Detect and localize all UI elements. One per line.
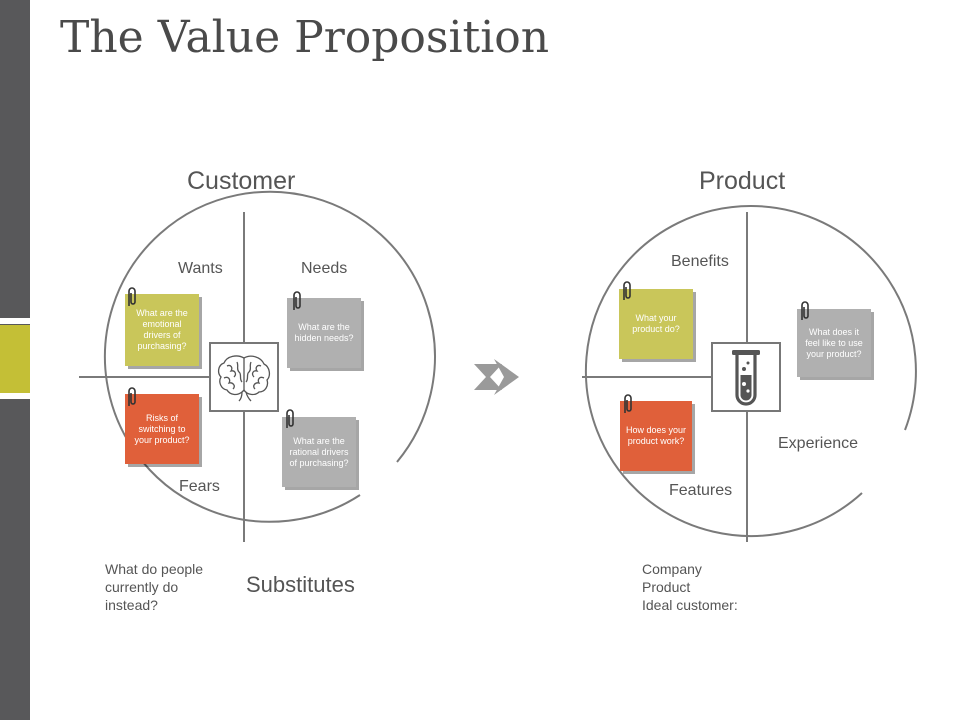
product-center-box <box>711 342 781 412</box>
note-feel-to-use: What does it feel like to use your produ… <box>797 309 871 377</box>
paperclip-icon <box>801 301 809 320</box>
customer-heading: Customer <box>187 167 296 195</box>
note-how-product-works: How does your product work? <box>620 401 692 471</box>
note-text: What your product do? <box>632 313 680 334</box>
paperclip-icon <box>623 281 631 300</box>
note-text: How does your product work? <box>625 425 687 446</box>
needs-label: Needs <box>301 260 348 277</box>
note-text: What does it feel like to use your produ… <box>805 326 863 359</box>
wants-label: Wants <box>178 260 223 277</box>
paperclip-icon <box>128 287 136 306</box>
test-tube-icon <box>732 350 760 406</box>
note-hidden-needs: What are the hidden needs? <box>287 298 361 368</box>
paperclip-icon <box>128 387 136 406</box>
note-emotional-drivers: What are the emotional drivers of purcha… <box>125 294 199 366</box>
note-risks-of-switching: Risks of switching to your product? <box>125 394 199 464</box>
note-text: What are the emotional drivers of purcha… <box>136 308 188 351</box>
substitutes-label: Substitutes <box>246 572 355 597</box>
arrow-right-icon <box>474 359 519 395</box>
sidebar-gap-bottom <box>0 393 30 399</box>
customer-center-box <box>209 342 279 412</box>
experience-label: Experience <box>778 435 859 452</box>
note-what-product-do: What your product do? <box>619 289 693 359</box>
note-text: Risks of switching to your product? <box>134 412 190 445</box>
product-circle <box>584 205 917 537</box>
brain-icon <box>217 355 271 402</box>
sidebar-gap-top <box>0 318 30 324</box>
product-heading: Product <box>699 167 786 195</box>
substitutes-question: What do people currently do instead? <box>105 561 204 613</box>
note-text: What are the hidden needs? <box>294 322 354 343</box>
features-label: Features <box>669 482 733 499</box>
company-product-info: Company Product Ideal customer: <box>642 561 738 613</box>
note-text: What are the rational drivers of purchas… <box>289 435 349 468</box>
note-rational-drivers: What are the rational drivers of purchas… <box>282 417 356 487</box>
page-title: The Value Proposition <box>60 12 550 63</box>
customer-circle <box>103 190 436 523</box>
paperclip-icon <box>286 409 294 428</box>
benefits-label: Benefits <box>671 253 729 270</box>
fears-label: Fears <box>179 478 220 495</box>
sidebar-accent-bar <box>0 325 30 393</box>
paperclip-icon <box>624 394 632 413</box>
paperclip-icon <box>293 291 301 310</box>
